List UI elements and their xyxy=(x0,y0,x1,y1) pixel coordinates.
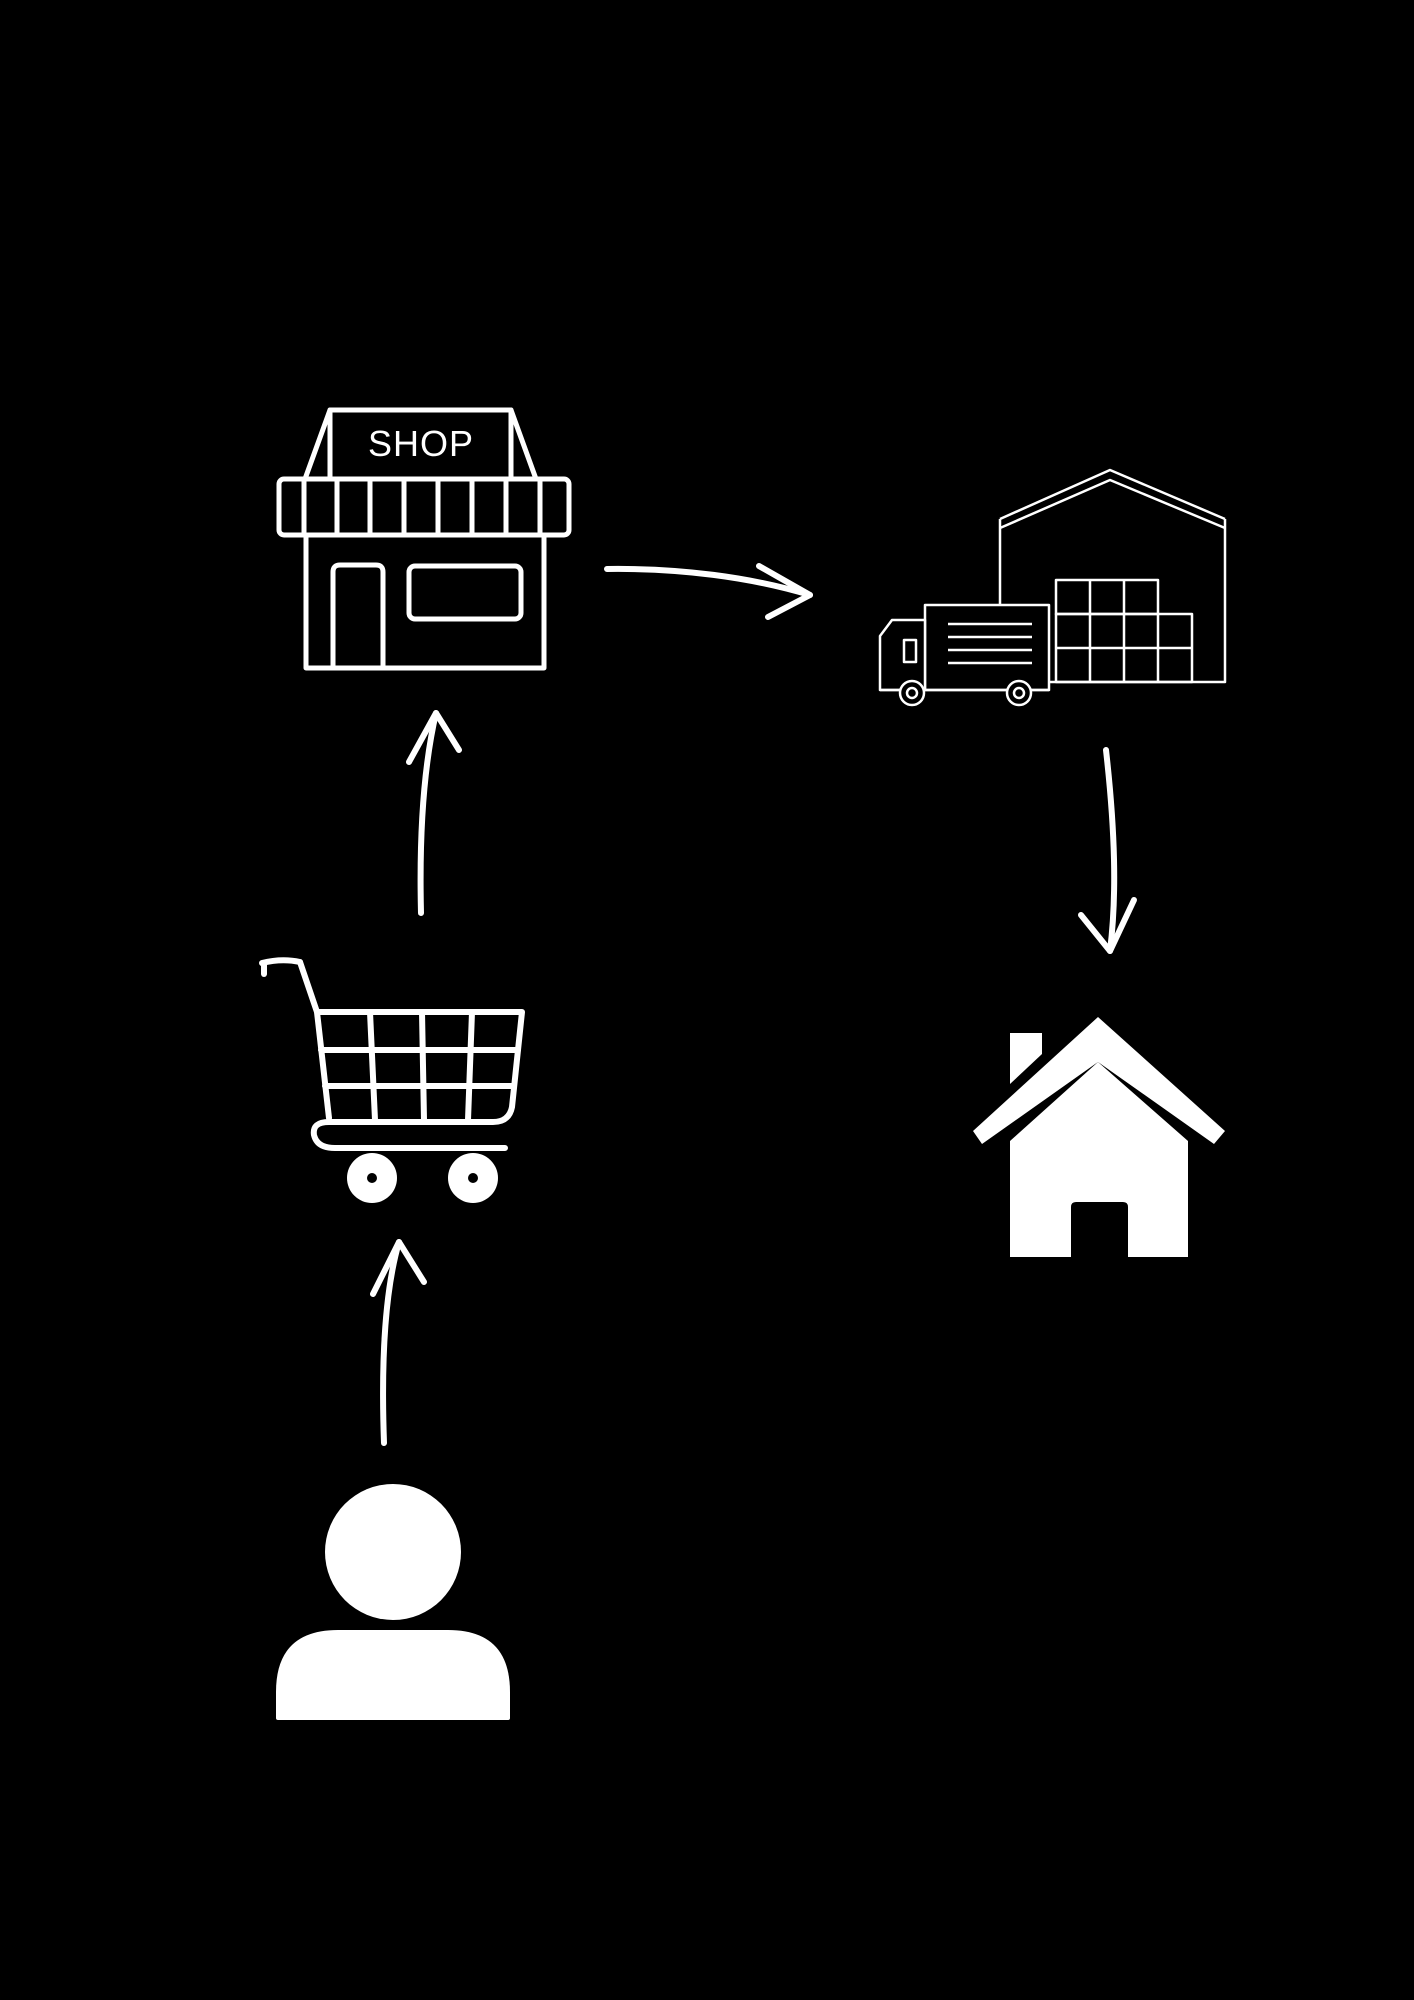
shopping-cart-icon xyxy=(259,957,525,1151)
arrow-cart-to-shop xyxy=(406,710,462,916)
warehouse-delivery-truck-icon xyxy=(878,468,1227,707)
user-icon xyxy=(276,1484,510,1720)
cart-wheels xyxy=(347,1153,498,1203)
arrow-warehouse-to-home xyxy=(1078,747,1137,954)
shop-sign-label: SHOP xyxy=(368,423,474,464)
house-icon xyxy=(973,1017,1225,1257)
arrow-shop-to-warehouse xyxy=(604,563,813,620)
arrow-user-to-cart xyxy=(370,1239,427,1446)
shop-icon xyxy=(276,407,572,671)
